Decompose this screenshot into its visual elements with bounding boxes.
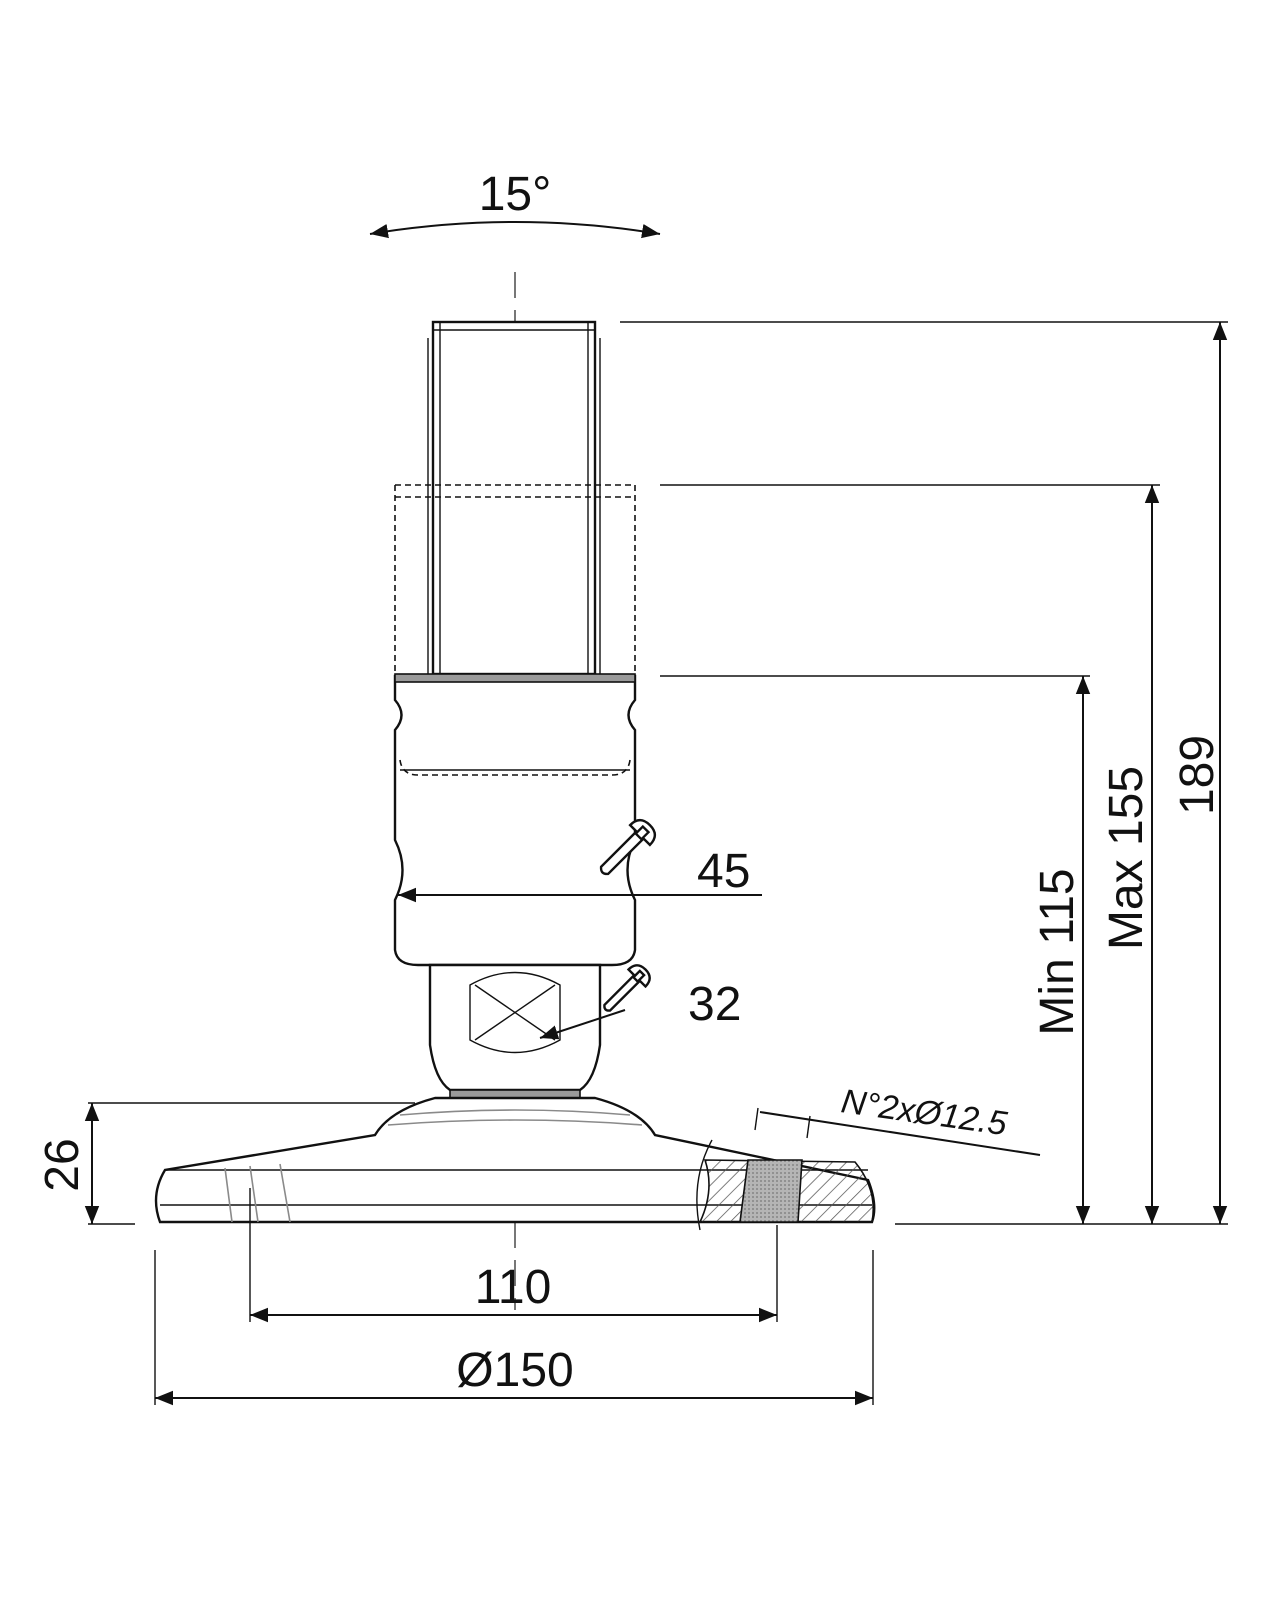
- base-height-label: 26: [36, 1138, 89, 1191]
- bolt-head: [428, 963, 602, 1099]
- wrench-nut-label: 45: [697, 845, 750, 898]
- base-height-dimension: [84, 1102, 415, 1225]
- wrench-bolt-label: 32: [688, 978, 741, 1031]
- wrench-icon: [603, 964, 651, 1012]
- hole-spacing-dimension: [249, 1188, 778, 1323]
- base-diameter-dimension: [154, 1250, 874, 1406]
- max-position-outline: [394, 484, 636, 674]
- holes-note-leader: [754, 1107, 1041, 1156]
- tilt-arc: [369, 221, 661, 239]
- wrench-bolt-leader: [539, 1009, 626, 1040]
- threaded-stem: [427, 320, 601, 676]
- min-height-label: Min 115: [1031, 868, 1084, 1035]
- adjustment-nut: [393, 673, 637, 967]
- tilt-angle-label: 15°: [479, 168, 552, 221]
- base-diameter-label: Ø150: [456, 1344, 573, 1397]
- holes-note-label: N°2xØ12.5: [839, 1082, 1009, 1143]
- hole-spacing-label: 110: [475, 1261, 552, 1314]
- max-height-label: Max 155: [1100, 766, 1153, 950]
- overall-height-label: 189: [1171, 735, 1224, 815]
- base-plate: [154, 1096, 876, 1231]
- wrench-icon: [599, 818, 657, 876]
- height-dimensions: [620, 321, 1228, 1225]
